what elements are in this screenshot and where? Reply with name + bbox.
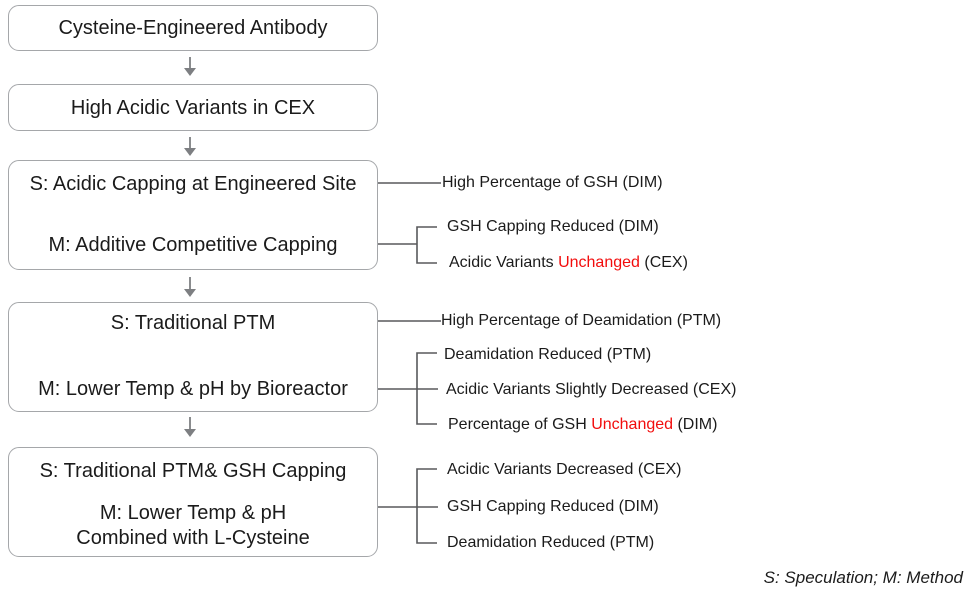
- annotation-text: (DIM): [673, 416, 718, 433]
- annotation: Acidic Variants Slightly Decreased (CEX): [446, 380, 736, 400]
- flow-box-step1: S: Acidic Capping at Engineered Site M: …: [8, 160, 378, 270]
- annotation-highlight: Unchanged: [558, 254, 640, 271]
- speculation-text: S: Acidic Capping at Engineered Site: [29, 173, 357, 195]
- annotation: Deamidation Reduced (PTM): [447, 533, 654, 553]
- annotation-text: GSH Capping Reduced (DIM): [447, 498, 659, 515]
- annotation: Acidic Variants Unchanged (CEX): [449, 253, 688, 273]
- method-text: M: Lower Temp & pH by Bioreactor: [38, 378, 348, 400]
- connector-lines-step1: [378, 182, 441, 264]
- annotation-text: Deamidation Reduced (PTM): [447, 534, 655, 551]
- annotation: Acidic Variants Decreased (CEX): [447, 460, 681, 480]
- flow-box-step3: S: Traditional PTM& GSH Capping M: Lower…: [8, 447, 378, 557]
- annotation: Deamidation Reduced (PTM): [444, 345, 651, 365]
- legend-abbreviations: S: Speculation; M: Method: [763, 568, 963, 587]
- annotation: GSH Capping Reduced (DIM): [447, 217, 659, 237]
- annotation: High Percentage of Deamidation (PTM): [441, 311, 721, 331]
- box-label: Cysteine-Engineered Antibody: [58, 17, 328, 39]
- annotation: GSH Capping Reduced (DIM): [447, 497, 659, 517]
- annotation-text: High Percentage of GSH (DIM): [442, 174, 663, 191]
- annotation-text: High Percentage of Deamidation (PTM): [441, 312, 722, 329]
- annotation-text: Acidic Variants: [449, 254, 559, 271]
- box-label: High Acidic Variants in CEX: [70, 96, 316, 119]
- annotation-text: Percentage of GSH: [448, 416, 592, 433]
- annotation: Percentage of GSH Unchanged (DIM): [448, 415, 717, 435]
- method-text-line1: M: Lower Temp & pH: [99, 502, 287, 524]
- annotation-text: Deamidation Reduced (PTM): [444, 346, 652, 363]
- method-text: M: Additive Competitive Capping: [48, 234, 338, 256]
- annotation-text: Acidic Variants Slightly Decreased (CEX): [446, 381, 737, 398]
- annotation: High Percentage of GSH (DIM): [442, 173, 663, 193]
- speculation-text: S: Traditional PTM: [110, 312, 276, 334]
- method-text-line2: Combined with L-Cysteine: [76, 527, 310, 549]
- annotation-text: GSH Capping Reduced (DIM): [447, 218, 659, 235]
- flow-box-step2: S: Traditional PTM M: Lower Temp & pH by…: [8, 302, 378, 412]
- annotation-highlight: Unchanged: [591, 416, 674, 433]
- flow-box-antibody: Cysteine-Engineered Antibody: [8, 5, 378, 51]
- speculation-text: S: Traditional PTM& GSH Capping: [39, 460, 347, 482]
- connector-lines-step3: [378, 468, 438, 544]
- connector-lines-step2: [378, 320, 441, 425]
- flow-box-acidic-variants: High Acidic Variants in CEX: [8, 84, 378, 131]
- annotation-text: (CEX): [639, 254, 688, 271]
- annotation-text: Acidic Variants Decreased (CEX): [447, 461, 682, 478]
